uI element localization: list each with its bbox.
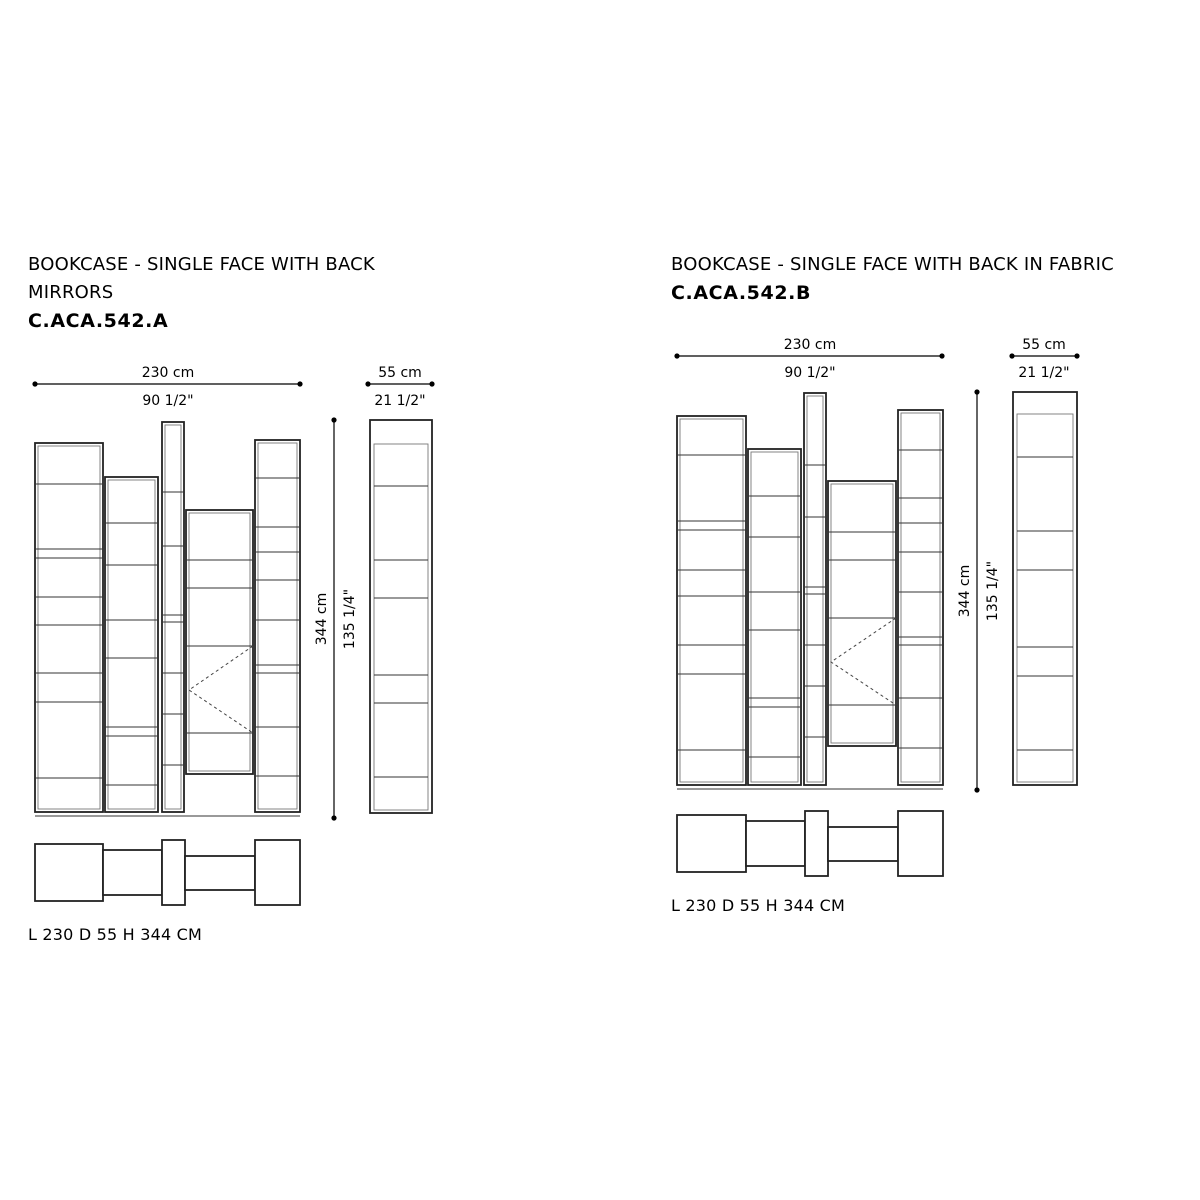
product-code-b: C.ACA.542.B — [671, 282, 812, 304]
height-cm-label-a: 344 cm — [314, 593, 330, 646]
depth-dimension-a: 55 cm 21 1/2" — [365, 365, 435, 409]
width-dimension-b: 230 cm 90 1/2" — [674, 337, 945, 381]
depth-in-label-a: 21 1/2" — [374, 393, 425, 409]
height-dimension-a: 344 cm 135 1/4" — [314, 417, 358, 821]
width-in-label-a: 90 1/2" — [142, 393, 193, 409]
plan-view-b — [676, 810, 944, 877]
side-elevation-b — [1012, 391, 1078, 786]
drawing-a: 230 cm 90 1/2" 55 cm 21 1/2" 344 cm 135 … — [32, 365, 435, 906]
dimensions-b: L 230 D 55 H 344 CM — [671, 896, 845, 915]
depth-cm-label-a: 55 cm — [378, 365, 422, 381]
height-in-label-b: 135 1/4" — [985, 561, 1001, 621]
front-elevation-a — [34, 421, 301, 817]
width-cm-label-b: 230 cm — [784, 337, 837, 353]
drawing-b: 230 cm 90 1/2" 55 cm 21 1/2" 344 cm 135 … — [674, 337, 1080, 877]
front-elevation-b — [676, 392, 944, 790]
height-in-label-a: 135 1/4" — [342, 589, 358, 649]
side-elevation-a — [369, 419, 433, 814]
title-a-line1: BOOKCASE - SINGLE FACE WITH BACK — [28, 254, 375, 275]
width-cm-label-a: 230 cm — [142, 365, 195, 381]
width-dimension-a: 230 cm 90 1/2" — [32, 365, 303, 409]
plan-view-a — [34, 839, 301, 906]
dimensions-a: L 230 D 55 H 344 CM — [28, 925, 202, 944]
width-in-label-b: 90 1/2" — [784, 365, 835, 381]
product-code-a: C.ACA.542.A — [28, 310, 169, 332]
title-b-line1: BOOKCASE - SINGLE FACE WITH BACK IN FABR… — [671, 254, 1114, 275]
title-a-line2: MIRRORS — [28, 282, 114, 303]
depth-dimension-b: 55 cm 21 1/2" — [1009, 337, 1080, 381]
depth-cm-label-b: 55 cm — [1022, 337, 1066, 353]
depth-in-label-b: 21 1/2" — [1018, 365, 1069, 381]
height-cm-label-b: 344 cm — [957, 565, 973, 618]
height-dimension-b: 344 cm 135 1/4" — [957, 389, 1001, 793]
